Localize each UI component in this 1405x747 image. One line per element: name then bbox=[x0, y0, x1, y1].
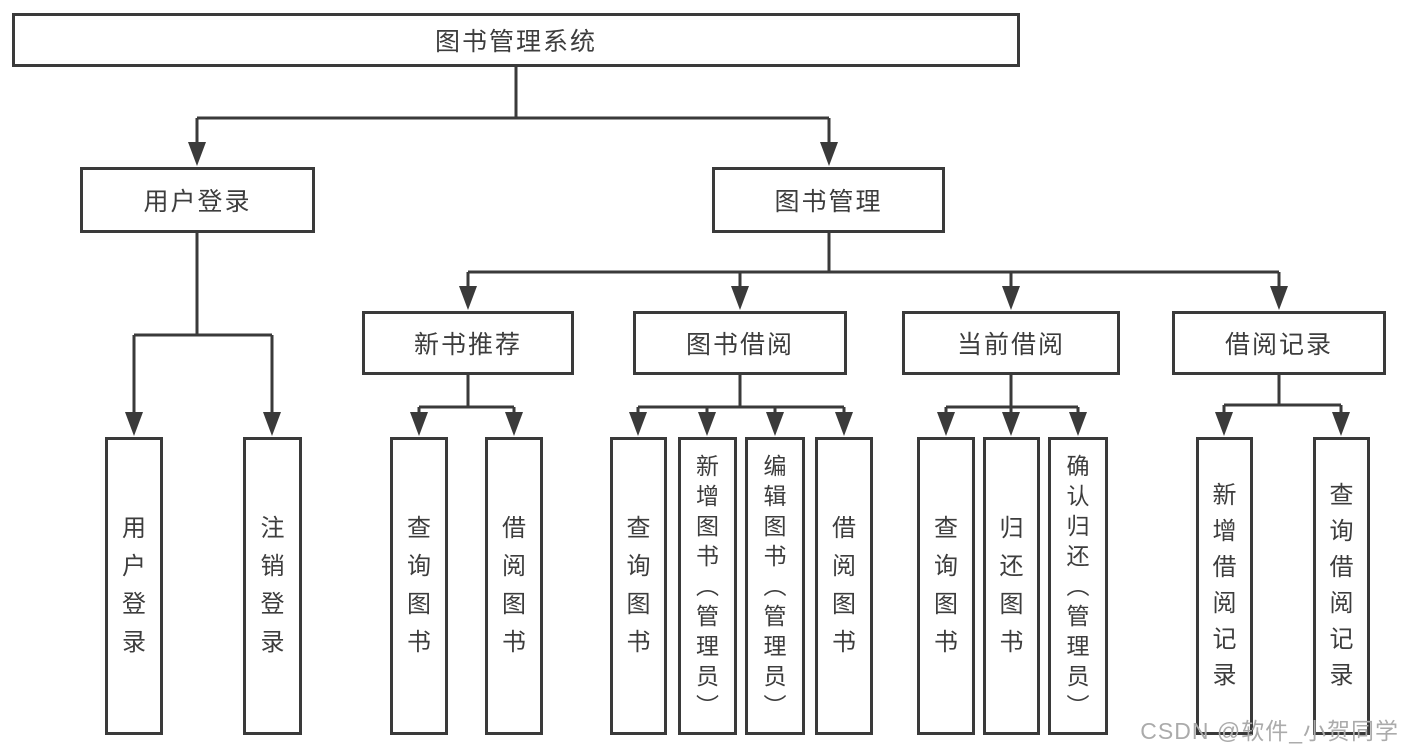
edge-new-book-recommend-to-leaves bbox=[417, 375, 516, 414]
leaf-records-add-record: 新增借阅记录 bbox=[1196, 437, 1253, 735]
leaf-recommend-query-book: 查询图书 bbox=[390, 437, 448, 735]
leaf-borrowing-borrow-book: 借阅图书 bbox=[815, 437, 873, 735]
leaf-logout-login: 注销登录 bbox=[243, 437, 302, 735]
edge-book-borrowing-to-leaves bbox=[636, 375, 846, 414]
leaf-borrowing-add-book-admin: 新增图书︵管理员︶ bbox=[678, 437, 737, 735]
edge-book-management-to-level3 bbox=[466, 233, 1281, 288]
leaf-label: 查询图书 bbox=[407, 515, 431, 656]
edge-root-to-level2 bbox=[195, 67, 831, 144]
leaf-label: 用户登录 bbox=[122, 515, 146, 656]
edge-current-borrowing-to-leaves bbox=[944, 375, 1080, 414]
leaf-records-query-record: 查询借阅记录 bbox=[1313, 437, 1370, 735]
node-label: 当前借阅 bbox=[956, 331, 1065, 359]
leaf-label: 新增借阅记录 bbox=[1212, 482, 1237, 689]
arrowhead-icons bbox=[125, 142, 1350, 436]
leaf-label: 归还图书 bbox=[999, 515, 1024, 656]
node-label: 用户登录 bbox=[143, 188, 252, 216]
node-label: 借阅记录 bbox=[1224, 331, 1333, 359]
node-current-borrowing: 当前借阅 bbox=[902, 311, 1120, 375]
edge-lines bbox=[132, 67, 1343, 414]
edge-user-login-to-leaves bbox=[132, 233, 274, 414]
leaf-label: 借阅图书 bbox=[502, 515, 526, 656]
leaf-label: 新增图书︵管理员︶ bbox=[696, 453, 719, 719]
node-root-library-system: 图书管理系统 bbox=[12, 13, 1020, 67]
leaf-current-confirm-return-admin: 确认归还︵管理员︶ bbox=[1048, 437, 1108, 735]
node-label: 新书推荐 bbox=[413, 331, 522, 359]
leaf-recommend-borrow-book: 借阅图书 bbox=[485, 437, 543, 735]
leaf-borrowing-query-book: 查询图书 bbox=[610, 437, 667, 735]
leaf-label: 编辑图书︵管理员︶ bbox=[763, 453, 787, 719]
csdn-watermark: CSDN @软件_小贺同学 bbox=[1140, 718, 1399, 744]
leaf-label: 确认归还︵管理员︶ bbox=[1066, 453, 1090, 719]
leaf-current-query-book: 查询图书 bbox=[917, 437, 975, 735]
leaf-label: 查询借阅记录 bbox=[1329, 482, 1354, 689]
leaf-user-login: 用户登录 bbox=[105, 437, 163, 735]
node-label: 图书借阅 bbox=[685, 331, 794, 359]
node-borrowing-records: 借阅记录 bbox=[1172, 311, 1386, 375]
leaf-label: 查询图书 bbox=[626, 515, 651, 656]
node-new-book-recommend: 新书推荐 bbox=[362, 311, 574, 375]
edge-borrowing-records-to-leaves bbox=[1222, 375, 1343, 414]
node-label: 图书管理 bbox=[774, 188, 883, 216]
node-book-management: 图书管理 bbox=[712, 167, 945, 233]
leaf-current-return-book: 归还图书 bbox=[983, 437, 1040, 735]
leaf-label: 查询图书 bbox=[934, 515, 958, 656]
leaf-borrowing-edit-book-admin: 编辑图书︵管理员︶ bbox=[745, 437, 805, 735]
node-book-borrowing: 图书借阅 bbox=[633, 311, 847, 375]
leaf-label: 借阅图书 bbox=[832, 515, 856, 656]
node-user-login: 用户登录 bbox=[80, 167, 315, 233]
leaf-label: 注销登录 bbox=[260, 515, 285, 656]
node-label: 图书管理系统 bbox=[434, 28, 597, 56]
